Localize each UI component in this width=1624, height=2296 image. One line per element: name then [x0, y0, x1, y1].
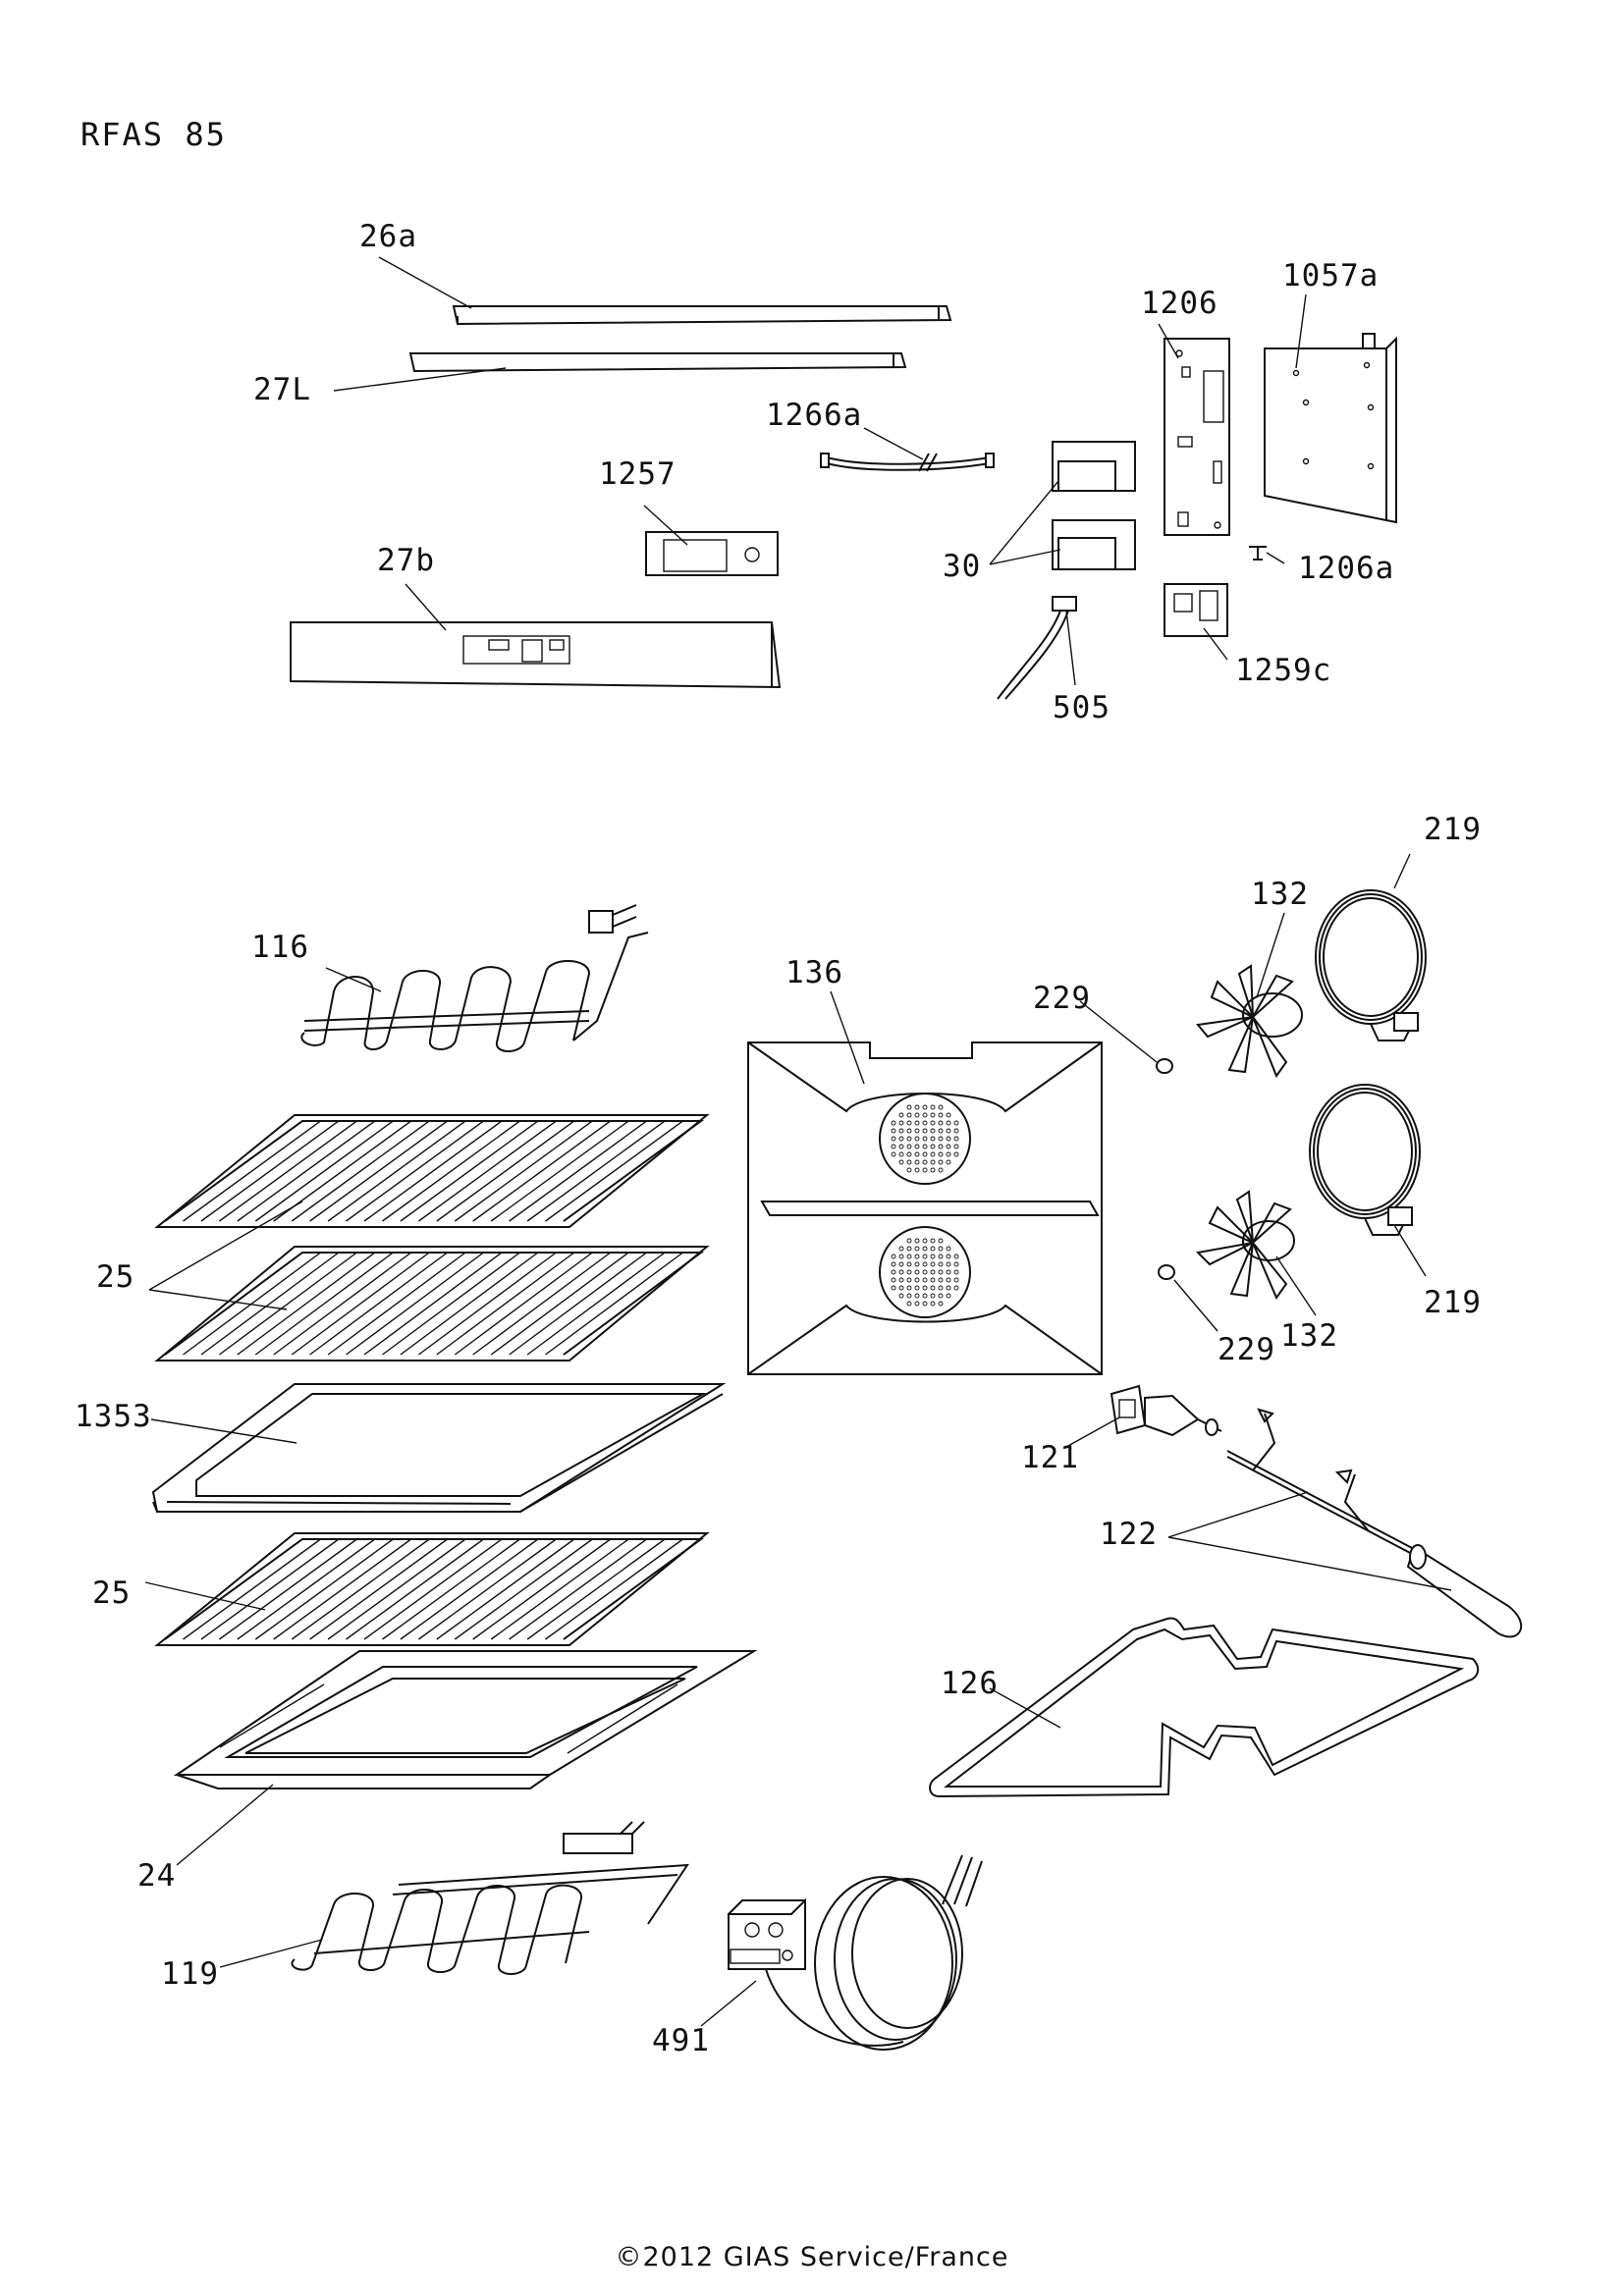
part-27b-control-panel[interactable] — [290, 621, 782, 689]
part-132-fan-lower[interactable] — [1195, 1190, 1295, 1301]
part-116-grill-element[interactable] — [300, 904, 649, 1052]
part-1353-glass-tray[interactable] — [151, 1383, 727, 1513]
part-24-drip-pan[interactable] — [173, 1650, 758, 1789]
bottom-leader-lines — [144, 853, 1452, 2027]
part-505-connector[interactable] — [997, 596, 1077, 700]
label-1257: 1257 — [599, 456, 677, 492]
rack-middle-wires — [164, 1252, 702, 1356]
model-title: RFAS 85 — [81, 116, 227, 153]
label-1206a: 1206a — [1298, 551, 1395, 586]
label-132-upper: 132 — [1251, 877, 1309, 912]
label-1353: 1353 — [75, 1399, 152, 1434]
label-219-lower: 219 — [1424, 1285, 1482, 1320]
part-1259c-board[interactable] — [1164, 583, 1228, 637]
label-25-upper: 25 — [96, 1259, 135, 1295]
label-491: 491 — [652, 2023, 710, 2058]
label-119: 119 — [161, 1956, 219, 1992]
part-1257-timer[interactable] — [645, 531, 779, 576]
part-1266a-wire-harness[interactable] — [820, 453, 995, 472]
back-panel-fan-grilles — [891, 1104, 959, 1307]
part-27L-trim-strip[interactable] — [408, 352, 907, 373]
part-136-back-panel[interactable] — [747, 1041, 1103, 1375]
part-122-rotisserie-spit[interactable] — [1226, 1408, 1522, 1638]
label-27L: 27L — [253, 372, 311, 407]
part-126-circular-element[interactable] — [929, 1617, 1480, 1798]
rack-lower-wires — [164, 1538, 702, 1640]
label-132-lower: 132 — [1280, 1318, 1338, 1354]
label-505: 505 — [1053, 690, 1110, 725]
label-126: 126 — [941, 1666, 999, 1701]
part-229-nut-upper[interactable] — [1156, 1058, 1173, 1074]
label-1259c: 1259c — [1235, 653, 1332, 688]
part-26a-trim-strip[interactable] — [452, 305, 952, 326]
label-136: 136 — [785, 955, 843, 990]
label-26a: 26a — [359, 219, 417, 254]
label-122: 122 — [1100, 1517, 1158, 1552]
label-229-lower: 229 — [1218, 1332, 1275, 1367]
part-219-ring-element-upper[interactable] — [1315, 889, 1427, 1041]
part-229-nut-lower[interactable] — [1158, 1264, 1175, 1280]
label-25-lower: 25 — [92, 1575, 132, 1611]
part-1057a-bracket-plate[interactable] — [1264, 333, 1397, 524]
label-1266a: 1266a — [766, 398, 863, 433]
part-1206a-clip[interactable] — [1249, 546, 1267, 561]
part-121-spit-motor[interactable] — [1110, 1384, 1222, 1437]
part-132-fan-upper[interactable] — [1196, 964, 1303, 1079]
part-119-bottom-element[interactable] — [291, 1821, 689, 1975]
label-116: 116 — [251, 930, 309, 965]
part-30-relays[interactable] — [1052, 441, 1136, 570]
rack-upper-wires — [164, 1120, 702, 1222]
top-leader-lines — [333, 256, 1307, 686]
copyright-footer: ©2012 GIAS Service/France — [615, 2242, 1009, 2272]
label-30: 30 — [943, 549, 982, 584]
part-219-ring-element-lower[interactable] — [1309, 1084, 1421, 1236]
part-1206-control-board[interactable] — [1164, 338, 1230, 536]
label-229-upper: 229 — [1033, 981, 1091, 1016]
label-1057a: 1057a — [1282, 258, 1380, 294]
label-219-upper: 219 — [1424, 812, 1482, 847]
part-491-thermostat[interactable] — [728, 1854, 983, 2051]
label-27b: 27b — [377, 543, 435, 578]
label-121: 121 — [1021, 1440, 1079, 1475]
label-24: 24 — [137, 1858, 177, 1894]
label-1206: 1206 — [1141, 286, 1218, 321]
